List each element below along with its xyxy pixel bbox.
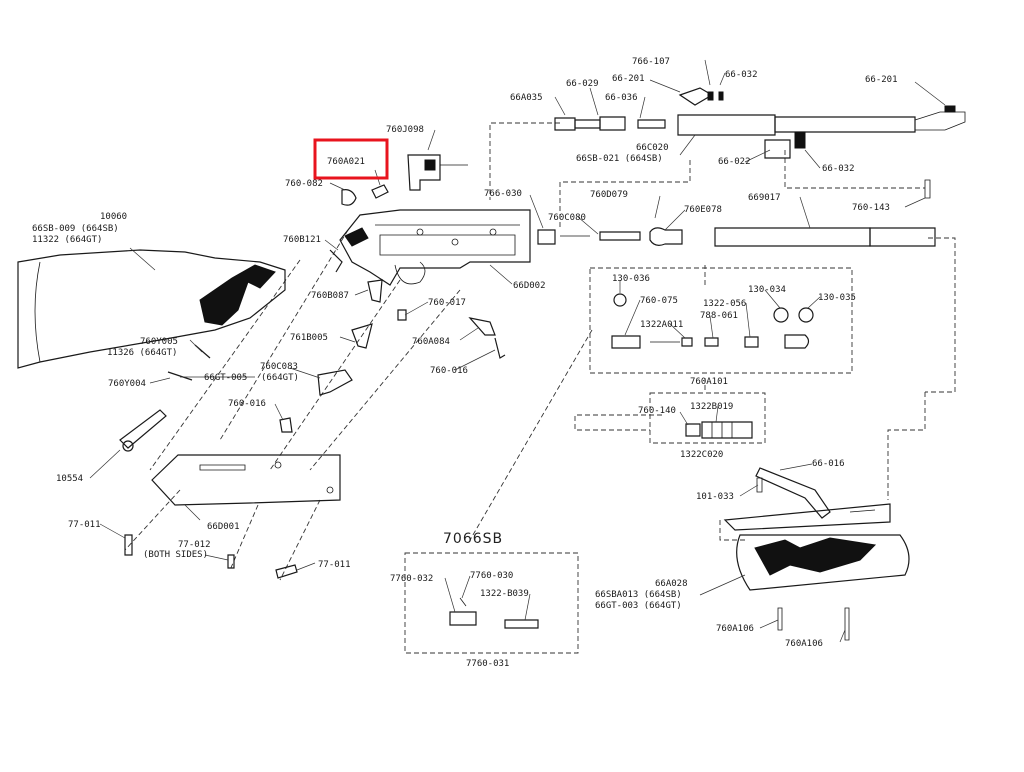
label-66gt-005: 66GT-005 [204,373,247,383]
label-66d001: 66D001 [207,522,240,532]
label-66-022: 66-022 [718,157,751,167]
label-760a106-left: 760A106 [716,624,754,634]
label-760-082: 760-082 [285,179,323,189]
label-760b087: 760B087 [311,291,349,301]
label-7760-030: 7760-030 [470,571,513,581]
label-66-016: 66-016 [812,459,845,469]
label-760e078: 760E078 [684,205,722,215]
part-labels: 766-107 66-032 66-201 66-029 66-201 66A0… [32,57,898,669]
label-760y004: 760Y004 [108,379,146,389]
label-1322-b039: 1322-B039 [480,589,529,599]
label-66sba013: 66SBA013 (664SB) [595,590,682,600]
label-7760-032: 7760-032 [390,574,433,584]
label-760c080: 760C080 [548,213,586,223]
label-664gt-c083: (664GT) [261,373,299,383]
highlight-box [313,138,389,180]
label-766-030: 766-030 [484,189,522,199]
label-66-032-low: 66-032 [822,164,855,174]
label-1322-056: 1322-056 [703,299,746,309]
label-1322b019: 1322B019 [690,402,733,412]
label-77-011-left: 77-011 [68,520,101,530]
label-66-029: 66-029 [566,79,599,89]
valve-assembly-1322c020 [649,392,766,444]
label-77-011-right: 77-011 [318,560,351,570]
kit-7066sb [404,552,579,654]
lower-left-parts [119,279,506,579]
label-760-140: 760-140 [638,406,676,416]
leader-lines [89,59,946,643]
label-761b005: 761B005 [290,333,328,343]
label-760a021: 760A021 [327,157,365,167]
kit-title: 7066SB [443,531,503,547]
label-760-143: 760-143 [852,203,890,213]
label-760a101: 760A101 [690,377,728,387]
label-760j098: 760J098 [386,125,424,135]
label-760-016-right: 760-016 [430,366,468,376]
label-1322a011: 1322A011 [640,320,683,330]
label-760-017: 760-017 [428,298,466,308]
label-130-035: 130-035 [818,293,856,303]
label-10554: 10554 [56,474,83,484]
label-760a084: 760A084 [412,337,450,347]
receiver-assembly [329,154,531,286]
label-66-201-mid: 66-201 [612,74,645,84]
label-66-032-top: 66-032 [725,70,758,80]
label-101-033: 101-033 [696,492,734,502]
label-130-036: 130-036 [612,274,650,284]
label-66a035: 66A035 [510,93,543,103]
label-11322: 11322 (664GT) [32,235,102,245]
label-760a106-right: 760A106 [785,639,823,649]
label-760b121: 760B121 [283,235,321,245]
label-130-034: 130-034 [748,285,786,295]
label-760c083: 760C083 [260,362,298,372]
valve-assembly-760a101 [589,267,853,374]
barrel-assembly [554,87,966,159]
label-66sb-009: 66SB-009 (664SB) [32,224,119,234]
label-760d079: 760D079 [590,190,628,200]
label-66sb-021: 66SB-021 (664SB) [576,154,663,164]
label-66a028: 66A028 [655,579,688,589]
label-66c020: 66C020 [636,143,669,153]
label-66d002: 66D002 [513,281,546,291]
label-788-061: 788-061 [700,311,738,321]
label-77-012: 77-012 [178,540,211,550]
label-both-sides: (BOTH SIDES) [143,550,208,560]
label-760-016-left: 760-016 [228,399,266,409]
label-66gt-003: 66GT-003 (664GT) [595,601,682,611]
label-66-201-right: 66-201 [865,75,898,85]
pump-tube-parts [537,179,936,247]
label-7760-031: 7760-031 [466,659,509,669]
label-766-107: 766-107 [632,57,670,67]
pump-linkage [723,467,910,641]
guide-lines [124,122,956,581]
label-669017: 669017 [748,193,781,203]
label-66-036: 66-036 [605,93,638,103]
stock-assembly [17,247,286,369]
label-11326: 11326 (664GT) [107,348,177,358]
label-1322c020: 1322C020 [680,450,723,460]
label-760y005: 760Y005 [140,337,178,347]
label-10060: 10060 [100,212,127,222]
label-760-075: 760-075 [640,296,678,306]
